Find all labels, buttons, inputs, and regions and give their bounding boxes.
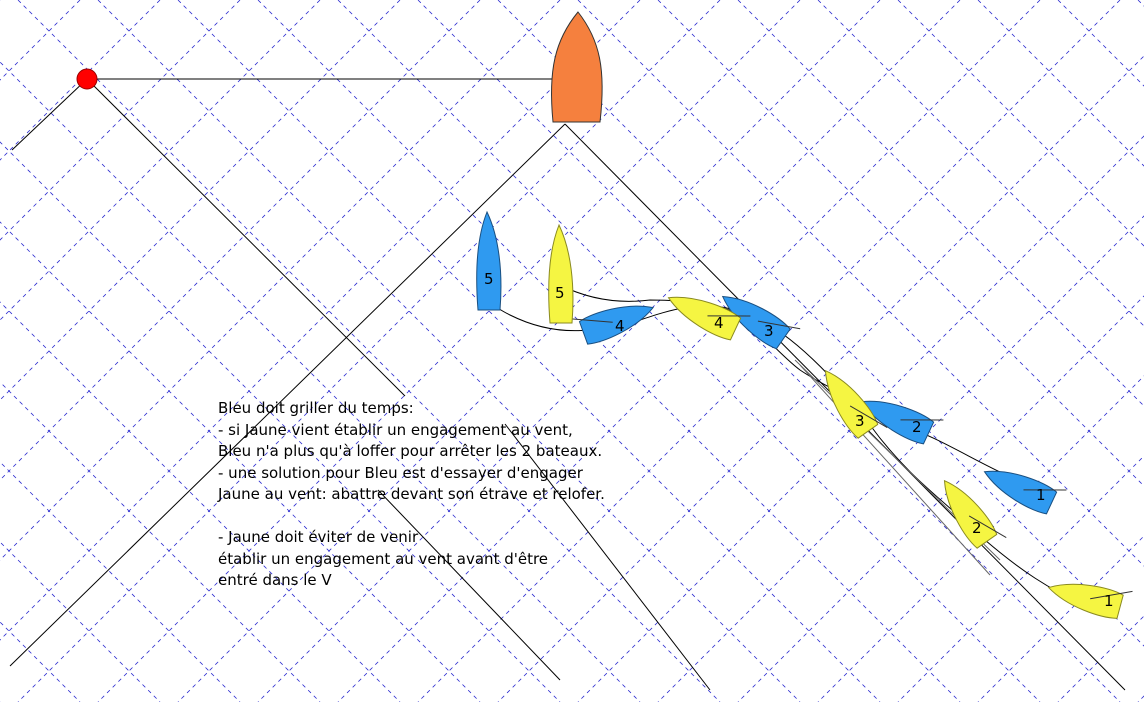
blue-boat-label: 2 [912, 418, 922, 436]
grid-line [0, 0, 640, 702]
grid-line [0, 0, 400, 702]
grid-line [0, 0, 480, 702]
blue-boat-1 [979, 455, 1067, 518]
yellow-boat-label: 3 [855, 412, 865, 430]
pin-port-layline [12, 79, 87, 150]
blue-boat-label: 4 [615, 317, 625, 335]
note-line: - Jaune doit éviter de venir [218, 527, 778, 549]
note-line: Bleu doit griller du temps: [218, 398, 778, 420]
pin-mark-buoy [77, 69, 97, 89]
note-line: - si Jaune vient établir un engagement a… [218, 420, 778, 442]
grid-line [0, 0, 560, 702]
grid-line [0, 0, 160, 702]
note-line: établir un engagement au vent avant d'êt… [218, 549, 778, 571]
note-line: Bleu n'a plus qu'à loffer pour arrêter l… [218, 441, 778, 463]
yellow-boat-label: 2 [972, 519, 982, 537]
committee-boat-icon [551, 12, 602, 122]
grid-line [1138, 0, 1144, 702]
grid-line [0, 0, 480, 702]
grid-line [0, 0, 240, 702]
lay-lines [10, 79, 1125, 690]
blue-boat-4 [570, 291, 658, 349]
yellow-boat-5 [549, 225, 573, 323]
yellow-boat-label: 5 [555, 284, 565, 302]
yellow-boat-label: 1 [1104, 592, 1114, 610]
grid-line [0, 0, 400, 702]
grid-line [0, 0, 320, 702]
note-spacer [218, 506, 778, 528]
grid-line [0, 0, 240, 702]
grid-line [0, 0, 320, 702]
grid-line [0, 0, 560, 702]
blue-boat-label: 3 [764, 322, 774, 340]
note-line: entré dans le V [218, 570, 778, 592]
grid-line [0, 0, 80, 702]
grid-line [0, 0, 640, 702]
note-line: Jaune au vent: abattre devant son étrave… [218, 484, 778, 506]
blue-boat-label: 1 [1036, 486, 1046, 504]
strategy-notes: Bleu doit griller du temps: - si Jaune v… [218, 398, 778, 592]
yellow-boat-label: 4 [714, 314, 724, 332]
wake-lines [795, 360, 1000, 575]
grid-line [1138, 0, 1144, 702]
blue-boat-5 [477, 212, 501, 310]
yellow-boat-1 [1045, 570, 1132, 622]
blue-boat-label: 5 [484, 270, 494, 288]
pin-starboard-layline [87, 79, 405, 396]
note-line: - une solution pour Bleu est d'essayer d… [218, 463, 778, 485]
grid-line [0, 0, 160, 702]
grid-line [0, 0, 80, 702]
